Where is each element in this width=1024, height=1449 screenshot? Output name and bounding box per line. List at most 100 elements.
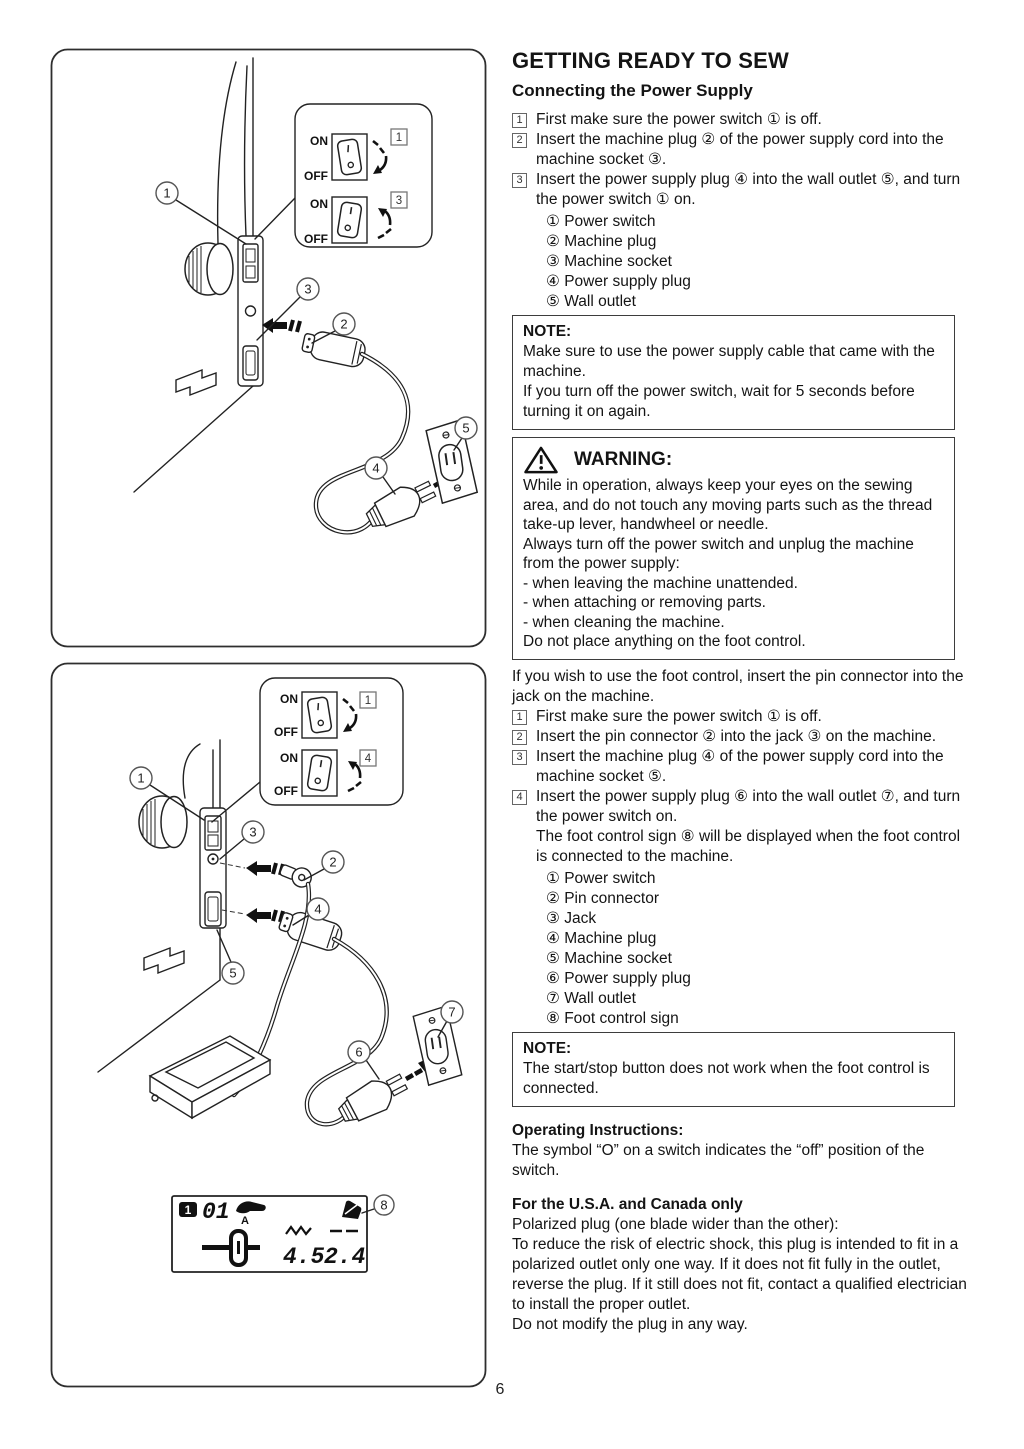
- on-label: ON: [310, 197, 328, 211]
- section2-steps: 1 First make sure the power switch ① is …: [512, 707, 968, 867]
- usa-canada-heading: For the U.S.A. and Canada only: [512, 1195, 743, 1213]
- pin-connector: [279, 864, 312, 888]
- foot-control-sign-icon-detail: [344, 1204, 358, 1215]
- warning-text: Do not place anything on the foot contro…: [523, 633, 806, 650]
- step-text: Insert the power supply plug ④ into the …: [536, 171, 961, 208]
- legend-item: ⑥ Power supply plug: [546, 969, 691, 987]
- off-label: OFF: [304, 232, 328, 246]
- machine-rear-view: [97, 739, 227, 1073]
- callout-pin-connector: 2: [321, 850, 345, 874]
- section1-heading: Connecting the Power Supply: [512, 81, 753, 100]
- legend-item: ⑦ Wall outlet: [546, 989, 636, 1007]
- step-item: 2 Insert the machine plug ② of the power…: [512, 130, 968, 170]
- step-text: Insert the machine plug ② of the power s…: [536, 131, 944, 168]
- step-text: Insert the machine plug ④ of the power s…: [536, 747, 944, 785]
- note-box-foot-control: NOTE: The start/stop button does not wor…: [512, 1031, 955, 1107]
- step-ref-box: 3: [390, 191, 408, 209]
- connector-panel: [237, 235, 264, 387]
- section1-steps: 1 First make sure the power switch ① is …: [512, 110, 968, 210]
- power-switch-inset: ON OFF 1 ON OFF 4: [211, 677, 404, 823]
- warning-text: - when leaving the machine unattended.: [523, 574, 798, 592]
- svg-text:3: 3: [396, 195, 402, 207]
- insert-arrow: [246, 908, 271, 923]
- legend-item: ① Power switch: [546, 869, 656, 887]
- warning-header: WARNING:: [523, 446, 944, 474]
- step-ref-box: 4: [359, 749, 377, 767]
- step-number-box: 1: [512, 113, 527, 128]
- figure-power-supply-connection: ON OFF 1 ON OFF 3 1 3 2 4 5: [50, 48, 487, 648]
- page-title: GETTING READY TO SEW: [512, 48, 789, 73]
- handwheel-knob: [184, 242, 234, 296]
- power-supply-plug: [333, 1067, 412, 1130]
- legend-item: ② Machine plug: [546, 233, 657, 250]
- step-number-box: 2: [512, 133, 527, 148]
- power-switch: [242, 243, 259, 283]
- step-number-box: 2: [512, 729, 527, 745]
- callout-wall-outlet: 7: [440, 1000, 464, 1024]
- figure2-border: [50, 662, 487, 1388]
- warning-box: WARNING: While in operation, always keep…: [512, 437, 955, 660]
- figure-foot-control-connection: ON OFF 1 ON OFF 4: [50, 662, 487, 1388]
- power-cord: [304, 936, 389, 1127]
- legend-item: ③ Machine socket: [546, 253, 672, 270]
- mode-indicator: [179, 1202, 197, 1217]
- callout-jack: 3: [241, 820, 265, 844]
- callout-power-supply-plug: 4: [364, 456, 388, 480]
- step-text: First make sure the power switch ① is of…: [536, 111, 822, 128]
- step-ref-box: 1: [390, 128, 408, 146]
- stitch-symbol-tick: [237, 1241, 240, 1254]
- warning-text: While in operation, always keep your eye…: [523, 477, 933, 533]
- step-number-box: 4: [512, 789, 527, 805]
- foot-control-jack: [207, 853, 219, 865]
- section1-legend: ① Power switch ② Machine plug ③ Machine …: [512, 212, 968, 312]
- svg-text:2: 2: [329, 855, 336, 870]
- figure1-border: [50, 48, 487, 648]
- callout-machine-socket: 3: [296, 277, 320, 301]
- svg-text:6: 6: [355, 1045, 362, 1060]
- note-title: NOTE:: [523, 1039, 572, 1057]
- warning-text: Always turn off the power switch and unp…: [523, 535, 914, 573]
- note-text: Make sure to use the power supply cable …: [523, 343, 935, 380]
- off-label: OFF: [274, 725, 298, 739]
- power-switch: [204, 815, 222, 851]
- warning-title: WARNING:: [574, 449, 673, 470]
- callout-machine-plug: 2: [332, 312, 356, 336]
- step-number-box: 3: [512, 749, 527, 765]
- callout-machine-plug: 4: [306, 897, 330, 921]
- machine-socket: [204, 891, 222, 927]
- machine-plug: [299, 327, 368, 370]
- section2-legend: ① Power switch ② Pin connector ③ Jack ④ …: [512, 869, 968, 1029]
- usa-canada-text: To reduce the risk of electric shock, th…: [512, 1235, 967, 1313]
- svg-text:5: 5: [229, 966, 236, 981]
- svg-text:7: 7: [448, 1005, 455, 1020]
- step-item: 1 First make sure the power switch ① is …: [512, 110, 968, 130]
- stitch-width-value: 4.5: [283, 1244, 325, 1270]
- legend-item: ⑤ Wall outlet: [546, 293, 636, 310]
- callout-foot-control-sign: 8: [373, 1194, 395, 1216]
- usa-canada-text: Polarized plug (one blade wider than the…: [512, 1215, 839, 1233]
- svg-text:8: 8: [380, 1198, 387, 1213]
- svg-text:1: 1: [137, 771, 144, 786]
- operating-instructions-heading: Operating Instructions:: [512, 1121, 684, 1139]
- stitch-length-value: 2.4: [324, 1244, 366, 1270]
- step-text: First make sure the power switch ① is of…: [536, 707, 822, 725]
- presser-foot-icon: [236, 1201, 266, 1214]
- callout-machine-socket: 5: [221, 961, 245, 985]
- mode-number: 1: [185, 1203, 192, 1217]
- motion-dashes: [288, 318, 302, 334]
- svg-text:1: 1: [163, 186, 170, 201]
- legend-item: ② Pin connector: [546, 889, 659, 907]
- warning-triangle-icon: [524, 446, 558, 474]
- step-text: Insert the pin connector ② into the jack…: [536, 727, 937, 745]
- foot-control-pedal: [148, 1035, 272, 1120]
- on-label: ON: [280, 751, 298, 765]
- legend-item: ③ Jack: [546, 909, 597, 927]
- svg-text:4: 4: [365, 753, 372, 765]
- legend-item: ⑤ Machine socket: [546, 949, 672, 967]
- svg-text:1: 1: [365, 695, 371, 707]
- svg-text:1: 1: [396, 132, 402, 144]
- svg-text:5: 5: [462, 421, 469, 436]
- power-switch-inset: ON OFF 1 ON OFF 3: [254, 103, 433, 248]
- step-text-line: The foot control sign ⑧ will be displaye…: [536, 827, 961, 865]
- step-item: 4 Insert the power supply plug ⑥ into th…: [512, 787, 968, 867]
